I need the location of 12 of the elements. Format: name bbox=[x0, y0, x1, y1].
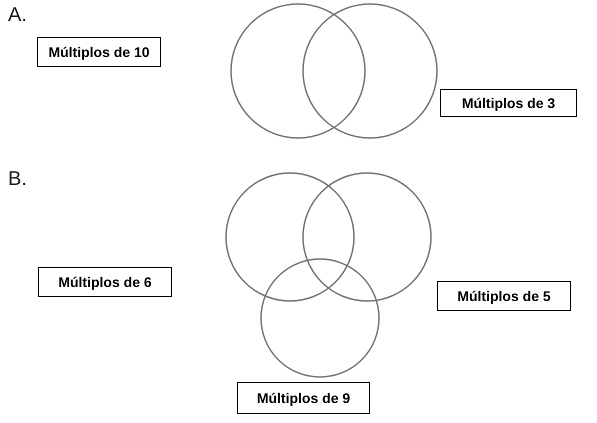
label-box: Múltiplos de 10 bbox=[37, 37, 161, 67]
label-box: Múltiplos de 3 bbox=[440, 89, 577, 117]
venn-circle bbox=[302, 172, 432, 302]
venn-circle bbox=[225, 172, 355, 302]
label-box: Múltiplos de 5 bbox=[437, 281, 571, 311]
venn-circle bbox=[260, 258, 380, 378]
section-label: A. bbox=[8, 4, 27, 27]
label-box: Múltiplos de 9 bbox=[237, 382, 370, 414]
label-box: Múltiplos de 6 bbox=[38, 267, 172, 297]
venn-circle bbox=[302, 3, 438, 139]
venn-circle bbox=[230, 3, 366, 139]
section-label: B. bbox=[8, 168, 27, 191]
